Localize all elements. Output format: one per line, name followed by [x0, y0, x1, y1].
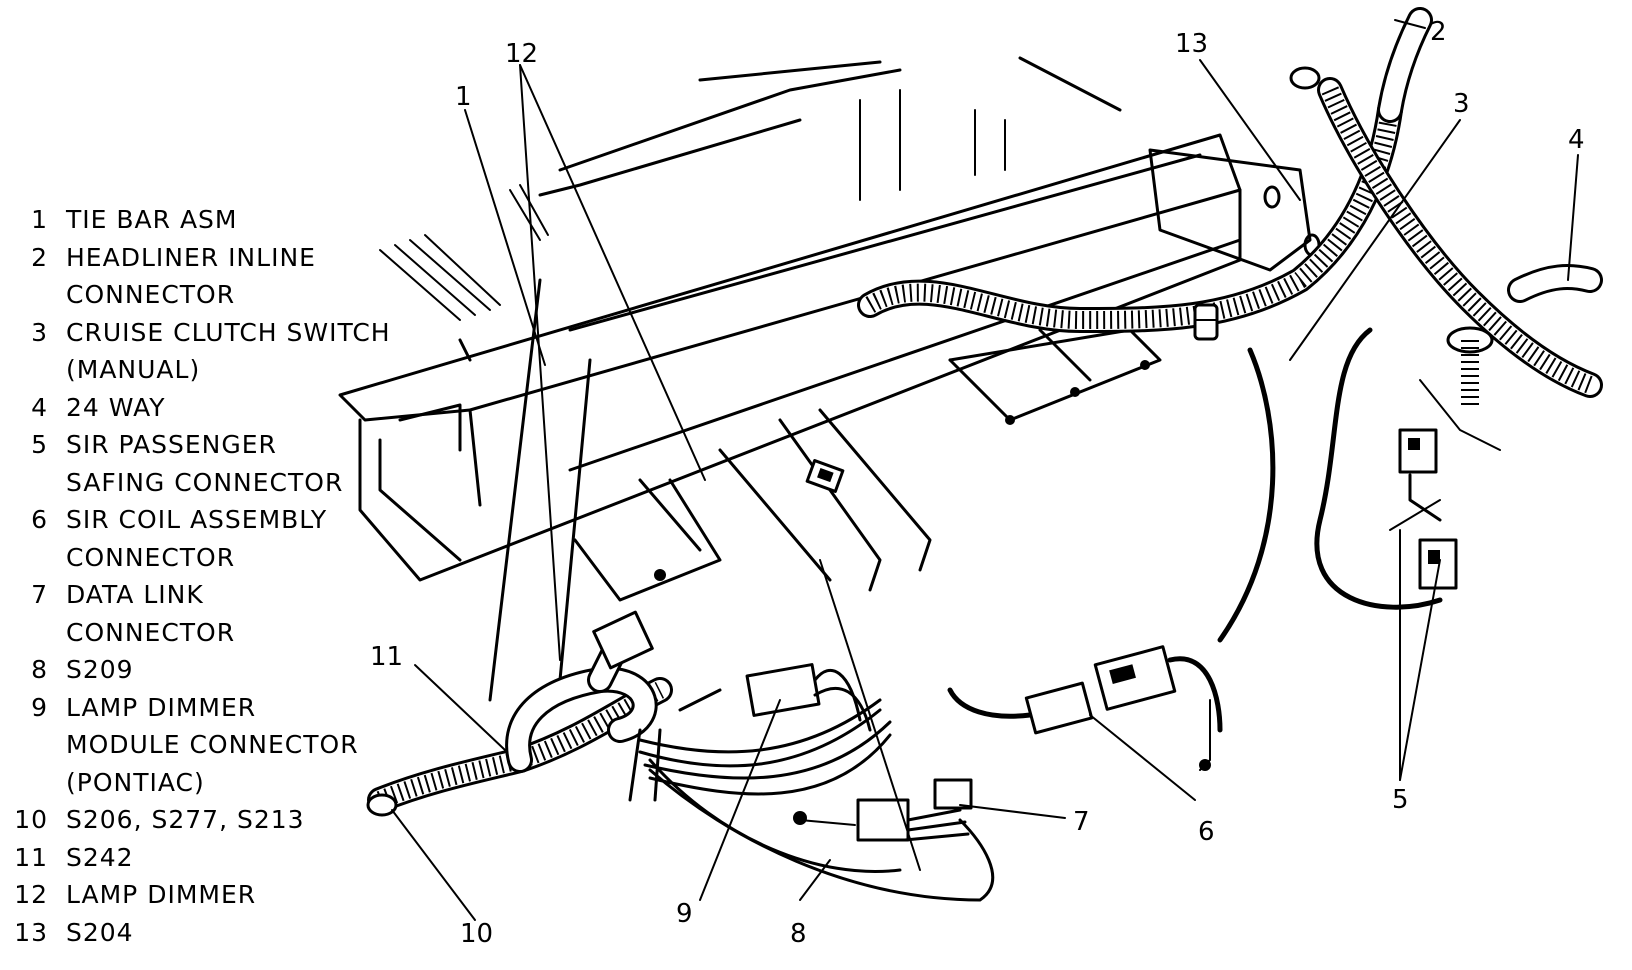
legend-number: 10	[14, 805, 48, 834]
callout-2: 2	[1430, 17, 1447, 47]
legend-number: 5	[31, 430, 48, 459]
legend-text: (MANUAL)	[66, 355, 201, 384]
legend-text: CONNECTOR	[66, 280, 236, 309]
dash-structure	[338, 56, 1321, 702]
legend-number: 8	[31, 655, 48, 684]
legend-number: 4	[31, 392, 48, 422]
callout-4: 4	[1568, 125, 1585, 155]
legend-text: LAMP DIMMER	[66, 880, 257, 909]
legend-text: CRUISE CLUTCH SWITCH	[66, 317, 391, 347]
legend-text: SAFING CONNECTOR	[66, 467, 344, 497]
lower-harness	[366, 610, 995, 902]
callout-7: 7	[1073, 807, 1090, 837]
legend-text: 24 WAY	[66, 392, 166, 422]
legend-text: MODULE CONNECTOR	[66, 730, 359, 759]
legend-number: 1	[31, 205, 48, 234]
main-harness	[857, 7, 1603, 643]
leader-lines	[391, 19, 1579, 921]
legend-number: 3	[31, 317, 48, 347]
legend-text: TIE BAR ASM	[66, 205, 238, 234]
legend-text: SIR PASSENGER	[66, 430, 277, 459]
legend-text: (PONTIAC)	[66, 767, 205, 797]
legend-text: S209	[66, 655, 134, 684]
legend-text: S204	[66, 917, 134, 947]
legend-number: 7	[31, 580, 48, 609]
callout-1: 1	[455, 82, 472, 112]
callout-13: 13	[1175, 29, 1208, 59]
callout-3: 3	[1453, 89, 1470, 119]
sir-coil-connector	[947, 645, 1223, 771]
sir-safing-connectors	[1398, 428, 1458, 590]
callout-11: 11	[370, 642, 403, 672]
callout-8: 8	[790, 919, 807, 949]
legend-number: 6	[31, 505, 48, 534]
legend-text: SIR COIL ASSEMBLY	[66, 505, 328, 534]
callout-6: 6	[1198, 817, 1215, 847]
legend-text: S242	[66, 842, 134, 872]
legend-text: S206, S277, S213	[66, 805, 305, 834]
callout-10: 10	[460, 919, 493, 949]
legend-text: DATA LINK	[66, 580, 204, 609]
legend-text: HEADLINER INLINE	[66, 242, 316, 272]
legend-text: LAMP DIMMER	[66, 692, 257, 722]
legend-number: 12	[14, 880, 48, 909]
legend-number: 9	[31, 692, 48, 722]
legend-text: CONNECTOR	[66, 617, 236, 647]
legend-text: CONNECTOR	[66, 542, 236, 572]
callout-labels: 1 2 3 4 5 6 7 8 9 10 11 12 13	[370, 17, 1585, 949]
legend-number: 11	[14, 842, 48, 872]
callout-12: 12	[505, 39, 538, 69]
callout-5: 5	[1392, 785, 1409, 815]
legend-number: 2	[31, 242, 48, 272]
legend-number: 13	[14, 917, 48, 947]
callout-9: 9	[676, 899, 693, 929]
